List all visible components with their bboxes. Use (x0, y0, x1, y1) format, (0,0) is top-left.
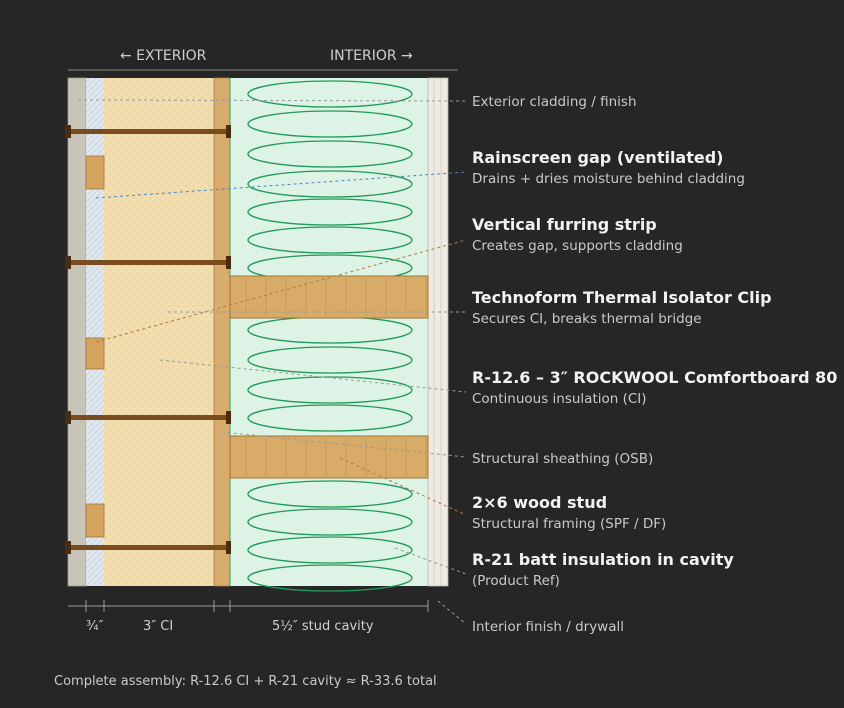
label-sheathing-title: Structural sheathing (OSB) (472, 451, 653, 467)
furring-strip (85, 155, 105, 190)
wood-stud (229, 275, 429, 319)
leader-sheathing (221, 431, 467, 458)
stud-cavity-layer (230, 78, 428, 586)
dimension-lines (68, 600, 429, 612)
label-furring-sub: Creates gap, supports cladding (472, 238, 683, 254)
clip-fastener (68, 545, 230, 550)
clip-end (226, 125, 231, 138)
stud-grain (245, 278, 427, 476)
wood-stud (229, 435, 429, 479)
batt-loop (247, 536, 413, 564)
batt-loop (247, 564, 413, 592)
label-cladding-title: Exterior cladding / finish (472, 94, 637, 110)
label-clip-sub: Secures CI, breaks thermal bridge (472, 311, 702, 327)
leader-furring (95, 239, 467, 343)
clip-head (65, 125, 71, 138)
batt-loop (247, 80, 413, 108)
furring-strips (85, 155, 105, 538)
ci-insulation-layer (104, 78, 214, 586)
batt-loop (247, 110, 413, 138)
leader-drywall (437, 600, 467, 625)
clip-end (226, 256, 231, 269)
label-furring-title: Vertical furring strip (472, 215, 657, 234)
batt-loop (247, 170, 413, 198)
interior-label: INTERIOR → (330, 48, 413, 64)
furring-strip (85, 337, 105, 370)
studs (229, 275, 429, 479)
leader-batt (394, 547, 467, 575)
leader-lines (77, 99, 467, 625)
leader-cladding (77, 99, 467, 102)
label-rainscreen-sub: Drains + dries moisture behind cladding (472, 171, 745, 187)
cladding-layer (67, 77, 87, 587)
thermal-clips (65, 125, 231, 554)
dim-ci: 3″ CI (143, 619, 173, 634)
label-stud-sub: Structural framing (SPF / DF) (472, 516, 666, 532)
batt-loop (247, 480, 413, 508)
leader-rainscreen (95, 171, 467, 199)
label-clip-title: Technoform Thermal Isolator Clip (472, 288, 772, 307)
clip-head (65, 256, 71, 269)
rainscreen-gap-layer (86, 78, 104, 586)
batt-loop (247, 198, 413, 226)
label-rainscreen-title: Rainscreen gap (ventilated) (472, 148, 724, 167)
label-ci-title: R-12.6 – 3″ ROCKWOOL Comfortboard 80 (472, 368, 837, 387)
batt-loop (247, 376, 413, 404)
label-ci-sub: Continuous insulation (CI) (472, 391, 647, 407)
label-batt-sub: (Product Ref) (472, 573, 560, 589)
clip-head (65, 411, 71, 424)
batt-loop (247, 404, 413, 432)
osb-sheathing-layer (213, 77, 231, 587)
clip-fastener (68, 129, 230, 134)
clip-end (226, 411, 231, 424)
dim-gap: ¾″ (86, 619, 104, 634)
furring-strip (85, 503, 105, 538)
assembly-summary: Complete assembly: R-12.6 CI + R-21 cavi… (54, 674, 437, 689)
wall-section (67, 77, 449, 587)
dim-cavity: 5½″ stud cavity (272, 619, 374, 634)
batt-loop (247, 508, 413, 536)
exterior-label: ← EXTERIOR (120, 48, 207, 64)
drywall-layer (427, 77, 449, 587)
batt-insulation (247, 80, 413, 592)
batt-loop (247, 346, 413, 374)
label-stud-title: 2×6 wood stud (472, 493, 607, 512)
clip-head (65, 541, 71, 554)
batt-loop (247, 226, 413, 254)
clip-fastener (68, 260, 230, 265)
label-drywall-title: Interior finish / drywall (472, 619, 624, 635)
label-batt-title: R-21 batt insulation in cavity (472, 550, 734, 569)
clip-end (226, 541, 231, 554)
clip-fastener (68, 415, 230, 420)
leader-stud (339, 457, 467, 516)
batt-loop (247, 140, 413, 168)
